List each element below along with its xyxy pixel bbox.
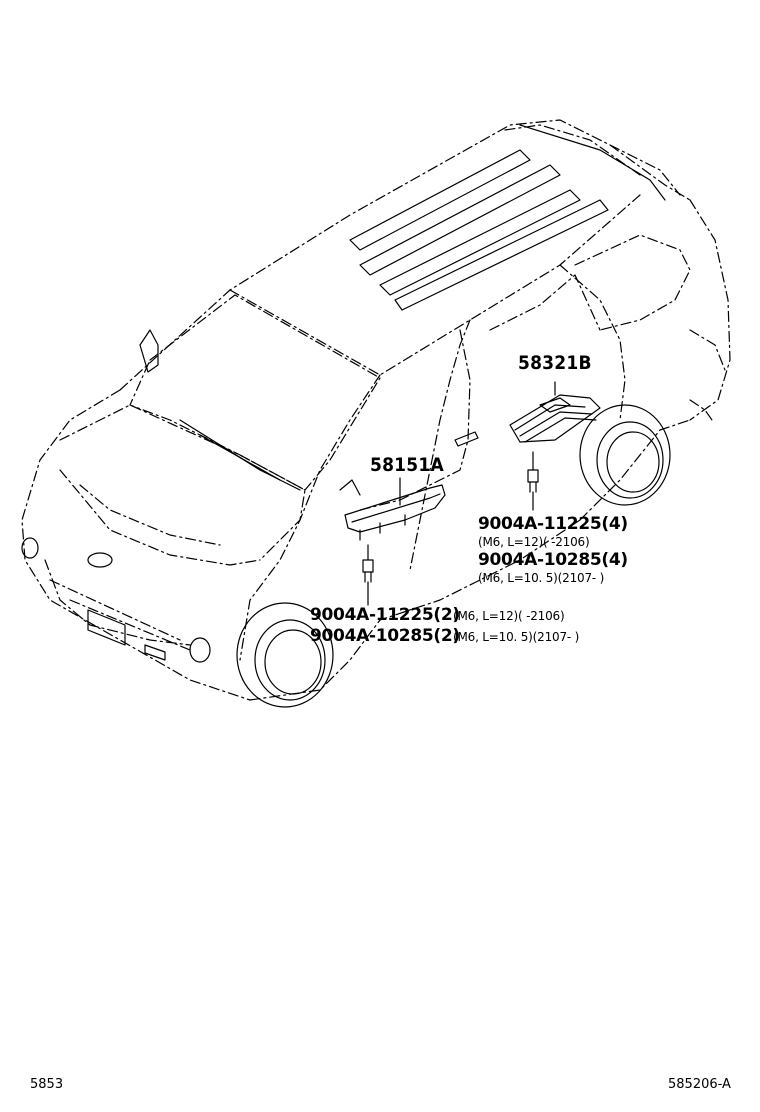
rear-bolt-1-spec: (M6, L=12)( -2106) xyxy=(478,535,590,549)
part-label-58321b: 58321B xyxy=(518,352,592,374)
footer-right-code: 585206-A xyxy=(668,1077,731,1092)
front-bolt-1-code: 9004A-11225(2) xyxy=(310,605,460,625)
rear-bolt-2-spec: (M6, L=10. 5)(2107- ) xyxy=(478,571,605,585)
front-bolt-2-code: 9004A-10285(2) xyxy=(310,626,460,646)
front-bolt-2-spec: (M6, L=10. 5)(2107- ) xyxy=(453,630,580,644)
part-label-58151a: 58151A xyxy=(370,454,444,476)
front-bolt-1-spec: (M6, L=12)( -2106) xyxy=(453,609,565,623)
rear-bolt-1-code: 9004A-11225(4) xyxy=(478,514,628,534)
rear-bolt-2-code: 9004A-10285(4) xyxy=(478,550,628,570)
footer-left-code: 5853 xyxy=(30,1077,64,1092)
